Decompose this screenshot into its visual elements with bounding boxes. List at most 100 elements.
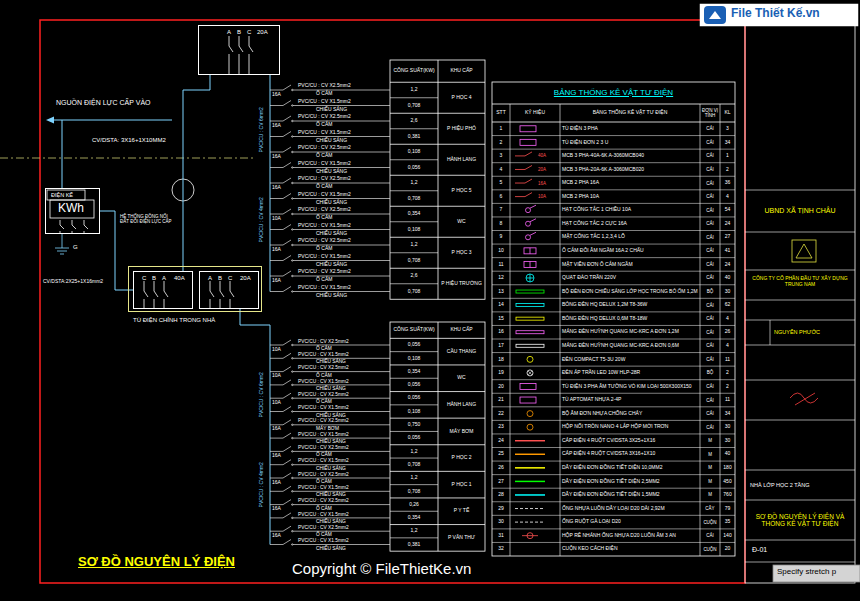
material-name: TỦ APTOMAT NHỰA 2-4P [562, 397, 699, 403]
quantity: 450 [720, 479, 735, 485]
panel-text-holder: B [152, 275, 156, 282]
title-block-rule [745, 562, 855, 563]
breaker-rating-holder: 10A [272, 373, 281, 379]
row-number: 12 [492, 275, 510, 281]
panel-text-holder: A [227, 29, 231, 36]
box-symbol [527, 411, 533, 417]
load-power: 0,381 [390, 134, 438, 140]
cable-spec: PVC/CU : CV X2.5mm2 [298, 365, 349, 370]
panel-switch [210, 299, 211, 308]
unit: M [700, 492, 720, 497]
breaker-contact [292, 291, 293, 292]
panel-switch [249, 36, 250, 46]
circuit-wire [270, 214, 283, 215]
quantity-holder: 30 [720, 424, 735, 430]
quantity-holder: 11 [720, 357, 735, 363]
breaker-rating-holder: 16A [272, 154, 281, 160]
cable-spec-holder: PVC/CU : CV X1.5mm2 [298, 432, 349, 437]
load-power: 0,750 [390, 422, 438, 428]
load-name: Ổ CẮM [316, 246, 332, 252]
panel-text: 40A [174, 275, 185, 282]
quantity: 140 [720, 533, 735, 539]
load-area-holder: P HỌC 3 [438, 250, 485, 256]
load-name: CHIẾU SÁNG [316, 359, 346, 364]
unit: CÁI [700, 330, 720, 335]
unit: CÁI [700, 316, 720, 321]
table-header: KHU CẤP [438, 68, 485, 74]
breaker-rating-holder: 16A [272, 480, 281, 486]
meter-switch [72, 225, 76, 229]
company-name: CÔNG TY CỔ PHẦN ĐẦU TƯ XÂY DỰNG TRUNG NA… [748, 276, 852, 287]
breaker-symbol [283, 147, 291, 152]
ground-symbol [57, 251, 67, 252]
load-table-frame [390, 60, 485, 299]
ground-note-holder: HỆ THỐNG ĐỒNG NỐI ĐẤT ĐÔI ĐIỆN LỰC CẤP [120, 214, 176, 224]
symbol-rating: 10A [538, 194, 546, 199]
load-area-holder: P HIỆU PHÓ [438, 126, 485, 132]
circuit-wire [270, 245, 283, 246]
quantity-holder: 2 [720, 370, 735, 376]
circuit-wire [270, 105, 283, 106]
breaker-symbol [283, 393, 291, 398]
load-power: 0,708 [390, 196, 438, 202]
panel-switch [154, 281, 155, 291]
load-area: P HỌC 3 [438, 250, 485, 256]
cable-spec-holder: PVC/CU : CV X2.5mm2 [298, 445, 349, 450]
table-rule [390, 206, 485, 207]
table-rule [390, 82, 485, 83]
load-name: CHIẾU SÁNG [316, 466, 346, 471]
table-rule [492, 284, 735, 285]
breaker-symbol [283, 500, 291, 505]
title-block-rule [745, 232, 855, 233]
load-power: 1,2 [390, 528, 438, 534]
circuit-wire [293, 90, 390, 91]
panel-caption-holder: TỦ ĐIỆN CHÍNH TRONG NHÀ [133, 317, 215, 324]
row-number: 6 [492, 194, 510, 200]
table-header-holder: KL [720, 110, 735, 116]
material-name-holder: HỘP RẼ NHÁNH ỐNG NHỰA D20 LUỒN ÂM 3 AN [562, 533, 699, 539]
load-name-holder: Ổ CẮM [316, 479, 332, 484]
unit: CÂY [700, 506, 720, 511]
quantity: 24 [720, 221, 735, 227]
breaker-contact [292, 151, 293, 152]
row-number-holder: 4 [492, 167, 510, 173]
load-name: Ổ CẮM [316, 399, 332, 404]
material-name-holder: MẶT VIỀN ĐƠN Ổ CẮM NGẦM [562, 262, 699, 268]
supply-line [62, 120, 63, 188]
row-number-holder: 16 [492, 329, 510, 335]
title-block-rule [745, 190, 855, 191]
lamp-symbol [516, 331, 544, 334]
feeder-spec: PVC/CU : CV 6mm2 [259, 106, 265, 153]
material-name: HẠT CÔNG TẮC 1 CHIỀU 10A [562, 207, 699, 213]
unit-holder: M [700, 492, 720, 497]
breaker-rating: 10A [272, 400, 281, 406]
load-name-holder: Ổ CẮM [316, 122, 332, 128]
load-power-holder: 1,2 [390, 242, 438, 248]
material-name: ĐÈN COMPACT T5-3U 20W [562, 357, 699, 363]
table-rule [390, 391, 485, 392]
row-number-holder: 2 [492, 140, 510, 146]
panel-switch [144, 291, 148, 297]
panel-text-holder: 20A [240, 275, 251, 282]
circuit-wire [293, 152, 390, 153]
table-rule [492, 393, 735, 394]
breaker-rating: 10A [272, 347, 281, 353]
owner-name: UBND XÃ TỊNH CHÂU [748, 207, 852, 215]
breaker-contact [292, 120, 293, 121]
unit-holder: CÁI [700, 384, 720, 389]
material-name: DÂY ĐIỆN ĐƠN ĐỒNG TIẾT DIỆN 10,0MM2 [562, 465, 699, 471]
table-header: STT [492, 110, 510, 116]
cable-spec: PVC/CU : CV X2.5mm2 [298, 114, 351, 120]
cable-spec-holder: PVC/CU : CV X2.5mm2 [298, 114, 351, 120]
table-header-holder: ĐƠN VỊ TÍNH [700, 108, 720, 118]
load-power: 0,354 [390, 369, 438, 375]
meter-switch [72, 220, 73, 225]
load-power-holder: 0,108 [390, 149, 438, 155]
table-header: BẢNG THỐNG KÊ VẬT TƯ ĐIỆN [560, 110, 700, 116]
feeder-cable [183, 75, 210, 271]
load-name: Ổ CẮM [316, 184, 332, 190]
load-power: 0,056 [390, 165, 438, 171]
load-area-holder: P HỌC 2 [438, 455, 485, 461]
circuit-wire [293, 121, 390, 122]
table-rule [390, 338, 485, 339]
